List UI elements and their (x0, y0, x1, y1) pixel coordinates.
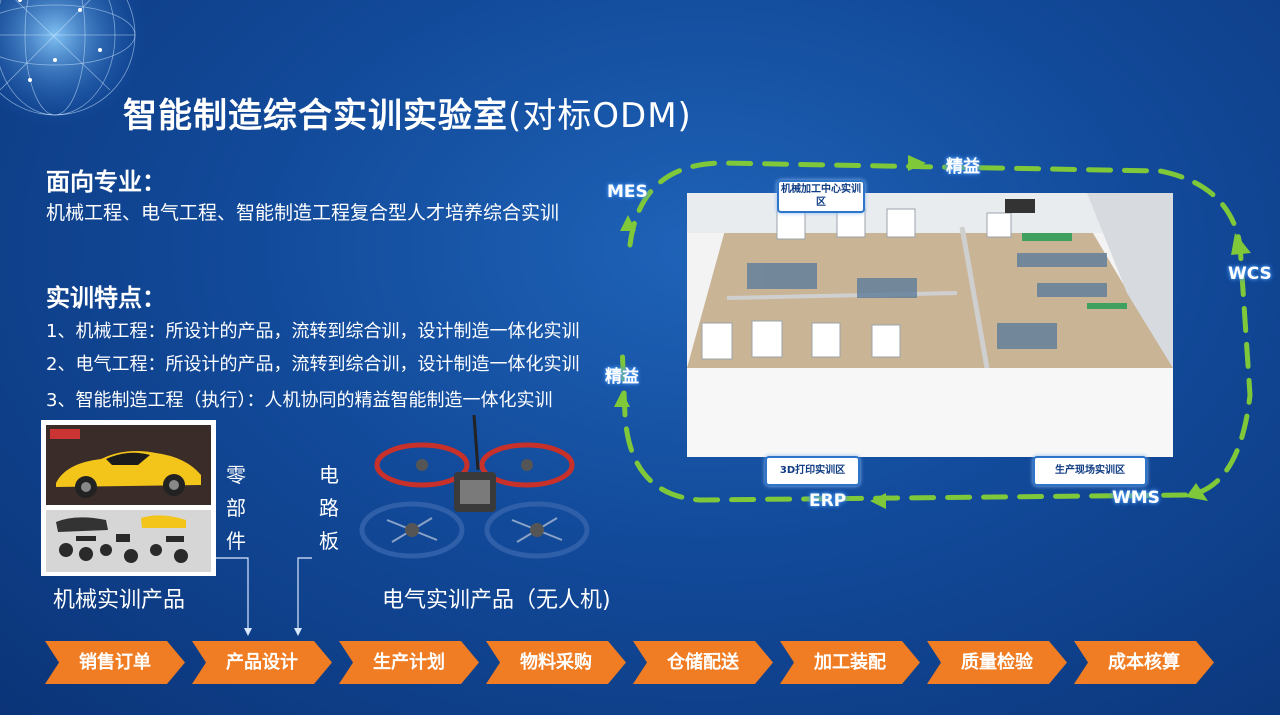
electrical-product-label: 电气实训产品（无人机) (382, 588, 611, 613)
globe-network-graphic (0, 0, 147, 127)
zone-production-site: 生产现场实训区 (1033, 456, 1147, 486)
title-tail: (对标ODM) (508, 96, 692, 136)
feature-item-3: 3、智能制造工程（执行）：人机协同的精益智能制造一体化实训 (46, 390, 553, 411)
process-step-quality-inspection: 质量检验 (927, 641, 1067, 684)
majors-text: 机械工程、电气工程、智能制造工程复合型人才培养综合实训 (46, 202, 560, 224)
title-main: 智能制造综合实训实验室 (123, 96, 508, 136)
circuit-board-vertical-label: 电 路 板 (319, 463, 339, 553)
mes-label: MES (607, 182, 648, 202)
process-step-processing-assembly: 加工装配 (780, 641, 920, 684)
zone-machining-center: 机械加工中心实训区 (777, 180, 865, 213)
process-step-material-procurement: 物料采购 (486, 641, 626, 684)
car-product-photo (41, 420, 216, 576)
connector-lines (216, 557, 312, 636)
process-step-sales-order: 销售订单 (45, 641, 185, 684)
lean-label-left: 精益 (605, 367, 639, 387)
erp-label: ERP (809, 491, 847, 511)
process-step-production-plan: 生产计划 (339, 641, 479, 684)
parts-vertical-label: 零 部 件 (226, 463, 246, 553)
process-step-cost-accounting: 成本核算 (1074, 641, 1214, 684)
wcs-label: WCS (1228, 264, 1272, 284)
wms-label: WMS (1112, 488, 1160, 508)
lab-layout-image (687, 193, 1173, 457)
zone-3d-printing: 3D打印实训区 (765, 456, 860, 486)
lean-label-top: 精益 (946, 157, 980, 177)
page-title: 智能制造综合实训实验室(对标ODM) (123, 88, 692, 137)
process-step-warehouse-delivery: 仓储配送 (633, 641, 773, 684)
car-assembled-image (46, 425, 211, 505)
process-step-product-design: 产品设计 (192, 641, 332, 684)
lean-cycle-loop (614, 155, 1253, 509)
car-parts-image (46, 510, 211, 572)
feature-item-2: 2、电气工程：所设计的产品，流转到综合训，设计制造一体化实训 (46, 354, 580, 375)
mechanical-product-label: 机械实训产品 (53, 588, 186, 613)
majors-heading: 面向专业： (46, 168, 166, 196)
feature-item-1: 1、机械工程：所设计的产品，流转到综合训，设计制造一体化实训 (46, 321, 580, 342)
drone-product-image (359, 414, 590, 559)
features-heading: 实训特点： (46, 284, 166, 312)
